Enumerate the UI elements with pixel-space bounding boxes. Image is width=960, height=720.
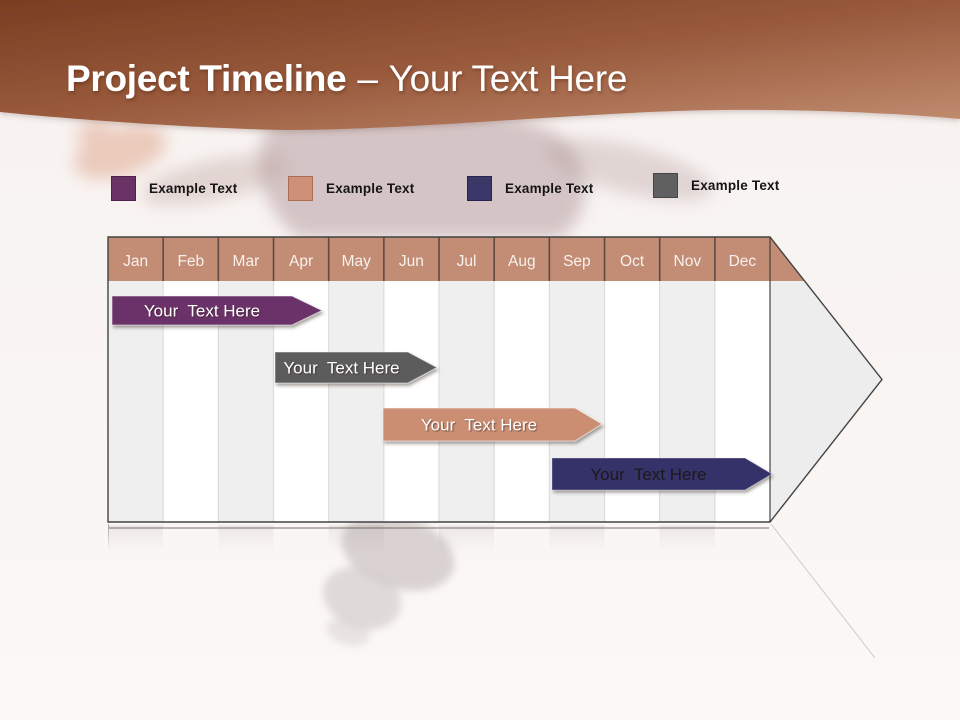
header-band <box>0 0 960 130</box>
month-header-label: Sep <box>563 253 591 270</box>
gantt-bar-label: Your Text Here <box>421 416 537 435</box>
gantt-bar-shape[interactable] <box>274 351 439 384</box>
legend-swatch <box>467 175 492 201</box>
timeline-arrow-tip <box>770 237 882 522</box>
slide-title[interactable]: Project Timeline – Your Text Here <box>66 58 627 101</box>
month-header-label: Nov <box>674 253 702 270</box>
gantt-bar-label: Your Text Here <box>590 465 706 484</box>
month-header-label: Jul <box>457 253 477 270</box>
month-header-labels: Jan Feb Mar Apr May Jun Jul Aug Sep Oct … <box>123 253 756 270</box>
reflection-stripes <box>108 525 770 559</box>
gantt-bar-label: Your Text Here <box>283 359 399 378</box>
silhouette-body <box>73 107 713 238</box>
legend-item[interactable]: Example Text <box>467 175 593 201</box>
legend-swatch <box>111 175 136 201</box>
gantt-bar-shape[interactable] <box>111 295 324 326</box>
legend-label: Example Text <box>149 180 238 196</box>
gantt-bar[interactable]: Your Text Here <box>382 407 603 442</box>
legend-label: Example Text <box>505 180 594 196</box>
month-header-label: Feb <box>177 253 204 270</box>
title-primary: Project Timeline <box>66 58 347 99</box>
month-header-label: Aug <box>508 253 536 270</box>
month-header-label: Apr <box>289 253 313 270</box>
timeline-arrow-outline <box>107 236 883 523</box>
month-stripe <box>439 281 495 522</box>
gantt-bar-shape[interactable] <box>551 457 773 491</box>
legend-item[interactable]: Example Text <box>288 175 414 201</box>
month-header-label: Mar <box>233 253 260 270</box>
month-stripe <box>328 281 384 522</box>
gantt-bar-shape[interactable] <box>382 407 603 442</box>
title-separator: – <box>357 58 378 99</box>
legend-label: Example Text <box>691 177 780 193</box>
header-dividers <box>162 237 716 281</box>
legend-swatch <box>288 175 313 201</box>
timeline-chart: Jan Feb Mar Apr May Jun Jul Aug Sep Oct … <box>107 236 883 523</box>
legend-item[interactable]: Example Text <box>111 175 237 201</box>
legend-label: Example Text <box>326 180 415 196</box>
legend-item[interactable]: Example Text <box>653 172 779 198</box>
reflection-diagonal <box>770 523 876 659</box>
column-dividers <box>162 281 716 522</box>
gantt-bar-label: Your Text Here <box>144 302 260 321</box>
gantt-bar[interactable]: Your Text Here <box>551 457 773 491</box>
silhouette-legs-reflection <box>323 513 455 646</box>
gantt-bar[interactable]: Your Text Here <box>274 351 439 384</box>
month-header-label: Jun <box>399 253 424 270</box>
month-header-label: Dec <box>729 253 757 270</box>
month-header-label: May <box>342 253 372 270</box>
reflection-left-edge <box>108 524 109 550</box>
title-secondary: Your Text Here <box>388 58 628 99</box>
header-band-shape <box>0 0 960 130</box>
legend-swatch <box>653 172 678 198</box>
month-header-label: Jan <box>123 253 148 270</box>
gantt-bar[interactable]: Your Text Here <box>111 295 324 326</box>
reflection-line <box>109 527 769 529</box>
month-header-label: Oct <box>620 253 645 270</box>
